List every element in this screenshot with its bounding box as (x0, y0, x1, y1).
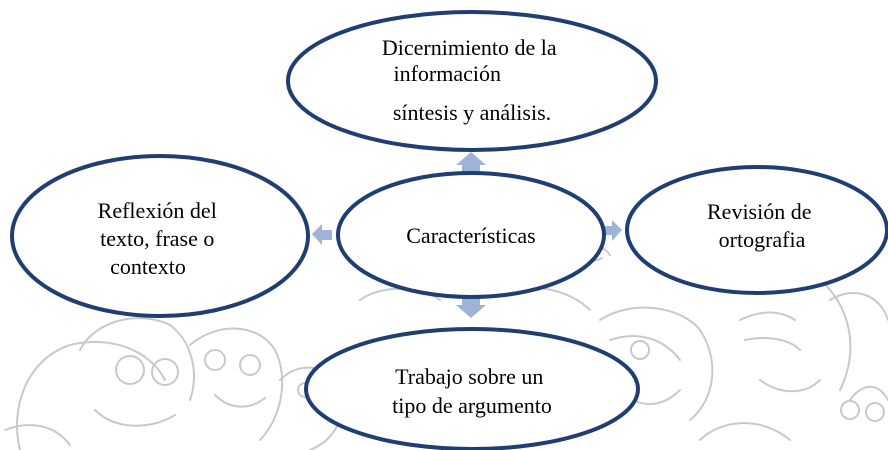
node-left: Reflexión del texto, frase o contexto (10, 154, 310, 318)
node-bottom: Trabajo sobre un tipo de argumento (304, 327, 640, 450)
arrow-up-icon (456, 152, 486, 172)
svg-text:Trabajo sobre un tipo: Trabajo sobre un tipo de argumento (392, 364, 552, 418)
node-left-line-3: contexto (110, 254, 186, 279)
node-left-line-1: Reflexión del (98, 198, 217, 223)
node-top-line-1: Dicernimiento de la (382, 35, 557, 60)
node-right: Revisión de ortografia (625, 165, 888, 295)
arrow-down-icon (456, 296, 486, 318)
svg-text:Reflexión del texto, f: Reflexión del texto, frase o contexto (98, 198, 223, 279)
svg-text:Características: Características (406, 223, 536, 248)
svg-text:Dicernimiento de la in: Dicernimiento de la información síntesis… (382, 35, 562, 125)
arrow-right-icon (603, 220, 622, 241)
svg-text:Revisión de ortografia: Revisión de ortografia (707, 199, 817, 252)
node-bottom-line-2: tipo de argumento (392, 393, 552, 418)
arrow-left-icon (312, 224, 332, 245)
node-left-line-2: texto, frase o (100, 226, 214, 251)
node-right-line-1: Revisión de (707, 199, 812, 224)
node-top-line-3: síntesis y análisis. (393, 100, 551, 125)
node-center-ellipse (336, 171, 606, 299)
node-right-line-2: ortografia (719, 227, 806, 252)
node-top: Dicernimiento de la información síntesis… (286, 10, 658, 152)
node-left-ellipse (10, 154, 310, 318)
node-top-line-2: información (393, 61, 501, 86)
node-center: Características (336, 171, 606, 299)
node-top-ellipse (286, 10, 658, 152)
node-bottom-ellipse (304, 327, 640, 450)
node-center-label: Características (406, 223, 536, 248)
node-right-ellipse (625, 165, 888, 295)
node-bottom-line-1: Trabajo sobre un (395, 364, 543, 389)
